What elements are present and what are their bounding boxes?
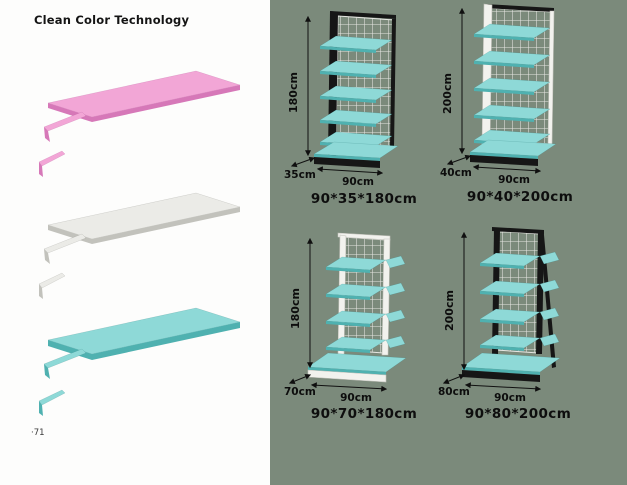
shelf-color-illustrations: [38, 70, 241, 416]
rack-shelves: [319, 35, 393, 149]
depth-dimension-label: 35cm: [284, 169, 316, 181]
page-number: ·71: [31, 428, 45, 438]
mesh-back-panel: [335, 15, 395, 147]
board-edge: [92, 207, 240, 244]
rack-caption: 90*40*200cm: [466, 189, 574, 205]
depth-dimension-label: 70cm: [284, 386, 316, 398]
width-dimension-label: 90cm: [494, 392, 526, 403]
depth-dimension-line: [446, 154, 472, 166]
board-edge: [92, 85, 240, 122]
board-edge: [92, 322, 240, 360]
page-title: Clean Color Technology: [34, 13, 190, 27]
rack-top-beam: [330, 11, 396, 19]
bracket-edge: [44, 127, 50, 142]
height-dimension-label: 200cm: [441, 73, 454, 114]
rack-illustration-90x40x200: 200cm 40cm 90cm: [440, 3, 557, 186]
rack-right-post: [390, 19, 396, 147]
rack-top-beam: [492, 227, 544, 234]
left-catalog-panel: Clean Color Technology: [0, 0, 270, 485]
rack-figure-90x80x200: 200cm 80cm 90cm 90*80*200cm: [438, 223, 598, 422]
rack-figure-90x40x200: 200cm 40cm 90cm 90*40*200cm: [440, 2, 600, 205]
width-dimension-line: [464, 382, 542, 392]
rack-right-post: [536, 233, 544, 354]
rack-shelves-back-side: [385, 255, 406, 349]
depth-dimension-line: [290, 156, 316, 168]
teal-bracket-large: [43, 348, 87, 369]
rack-illustration-90x70x180: 180cm 70cm 90cm: [284, 232, 407, 403]
white-bracket-large: [43, 233, 87, 254]
pink-shelf-set: [38, 70, 241, 177]
rack-shelves-front-side: [325, 256, 387, 353]
rack-figure-90x70x180: 180cm 70cm 90cm 90*70*180cm: [284, 227, 444, 422]
depth-dimension-label: 80cm: [438, 386, 470, 398]
height-dimension-label: 200cm: [443, 290, 456, 331]
rack-shelves-back-side: [539, 251, 560, 347]
white-bracket-small: [38, 272, 66, 289]
height-dimension-label: 180cm: [287, 72, 300, 113]
width-dimension-line: [316, 166, 384, 176]
rack-right-post: [381, 238, 391, 356]
height-dimension-label: 180cm: [289, 288, 302, 329]
rack-illustration-90x80x200: 200cm 80cm 90cm: [438, 227, 561, 403]
width-dimension-label: 90cm: [498, 174, 530, 186]
teal-shelf-set: [38, 307, 241, 416]
rack-illustration-90x35x180: 180cm 35cm 90cm: [284, 11, 399, 188]
bracket-edge: [39, 162, 43, 177]
bracket-edge: [44, 364, 50, 379]
rack-top-beam: [484, 4, 554, 12]
teal-bracket-small: [38, 389, 66, 406]
pink-bracket-large: [43, 111, 87, 132]
depth-dimension-line: [288, 373, 312, 385]
width-dimension-label: 90cm: [340, 392, 372, 403]
pink-bracket-small: [38, 150, 66, 167]
rack-diagonal-support: [540, 235, 556, 368]
white-shelf-set: [38, 192, 241, 299]
width-dimension-line: [310, 382, 388, 392]
depth-dimension-line: [442, 373, 466, 385]
rack-caption: 90*80*200cm: [464, 406, 572, 422]
rack-base: [469, 139, 557, 166]
bracket-edge: [39, 284, 43, 299]
bracket-edge: [39, 401, 43, 416]
rack-caption: 90*35*180cm: [310, 191, 418, 207]
rack-base: [313, 141, 399, 168]
rack-base: [461, 352, 561, 382]
bracket-edge: [44, 249, 50, 264]
rack-shelves-front-side: [479, 252, 541, 351]
rack-base: [307, 352, 407, 383]
product-specs-panel: 180cm 35cm 90cm 90*35*180cm: [270, 0, 627, 485]
width-dimension-line: [472, 164, 542, 174]
rack-figure-90x35x180: 180cm 35cm 90cm 90*35*180cm: [284, 6, 444, 207]
rack-caption: 90*70*180cm: [310, 406, 418, 422]
board-edge: [48, 340, 92, 360]
depth-dimension-label: 40cm: [440, 167, 472, 179]
width-dimension-label: 90cm: [342, 176, 374, 188]
